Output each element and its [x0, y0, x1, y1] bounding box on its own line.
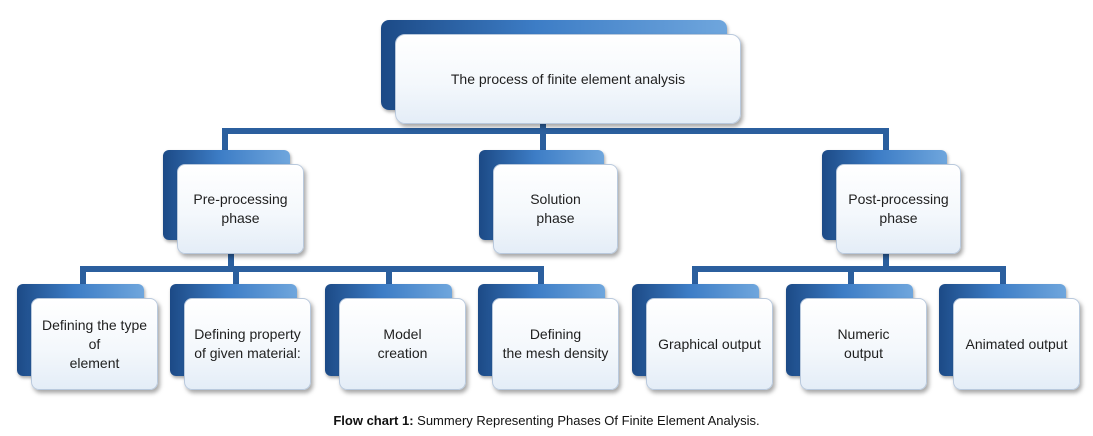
node-graphical-output: Graphical output: [632, 284, 773, 390]
caption-text: Summery Representing Phases Of Finite El…: [413, 413, 760, 428]
node-model-creation-label: Model creation: [377, 326, 428, 361]
node-pre-processing-label: Pre-processing phase: [193, 191, 288, 226]
connector-drop-type: [80, 266, 86, 286]
connector-drop-solution: [540, 128, 546, 152]
connector-drop-animated: [1000, 266, 1006, 286]
node-defining-element-type: Defining the type of element: [17, 284, 158, 390]
node-defining-material-property: Defining property of given material:: [170, 284, 311, 390]
connector-drop-numeric: [848, 266, 854, 286]
connector-drop-mesh: [538, 266, 544, 286]
node-defining-element-type-label: Defining the type of element: [41, 316, 148, 371]
connector-drop-model: [386, 266, 392, 286]
node-graphical-output-label: Graphical output: [658, 335, 761, 352]
node-numeric-output: Numeric output: [786, 284, 927, 390]
connector-root-stem: [540, 118, 546, 132]
node-post-processing-label: Post-processing phase: [848, 191, 949, 226]
connector-top-bar: [222, 128, 889, 134]
connector-pre-bar: [80, 266, 544, 272]
node-solution-label: Solution phase: [530, 191, 581, 226]
node-root: The process of finite element analysis: [381, 20, 741, 124]
node-post-processing: Post-processing phase: [822, 150, 961, 254]
node-mesh-density-label: Defining the mesh density: [502, 326, 609, 361]
connector-drop-property: [233, 266, 239, 286]
node-pre-processing: Pre-processing phase: [163, 150, 304, 254]
node-numeric-output-label: Numeric output: [837, 326, 890, 361]
connector-drop-pre: [222, 128, 228, 152]
node-animated-output: Animated output: [939, 284, 1080, 390]
connector-pre-stem: [228, 252, 234, 270]
caption-label: Flow chart 1:: [333, 413, 414, 428]
node-mesh-density: Defining the mesh density: [478, 284, 619, 390]
node-root-label: The process of finite element analysis: [450, 70, 686, 87]
node-model-creation: Model creation: [325, 284, 466, 390]
node-defining-material-property-label: Defining property of given material:: [194, 326, 301, 361]
connector-drop-graphical: [692, 266, 698, 286]
node-solution: Solution phase: [479, 150, 618, 254]
connector-post-stem: [883, 252, 889, 270]
node-animated-output-label: Animated output: [965, 335, 1068, 352]
figure-caption: Flow chart 1: Summery Representing Phase…: [0, 413, 1093, 428]
connector-drop-post: [883, 128, 889, 152]
